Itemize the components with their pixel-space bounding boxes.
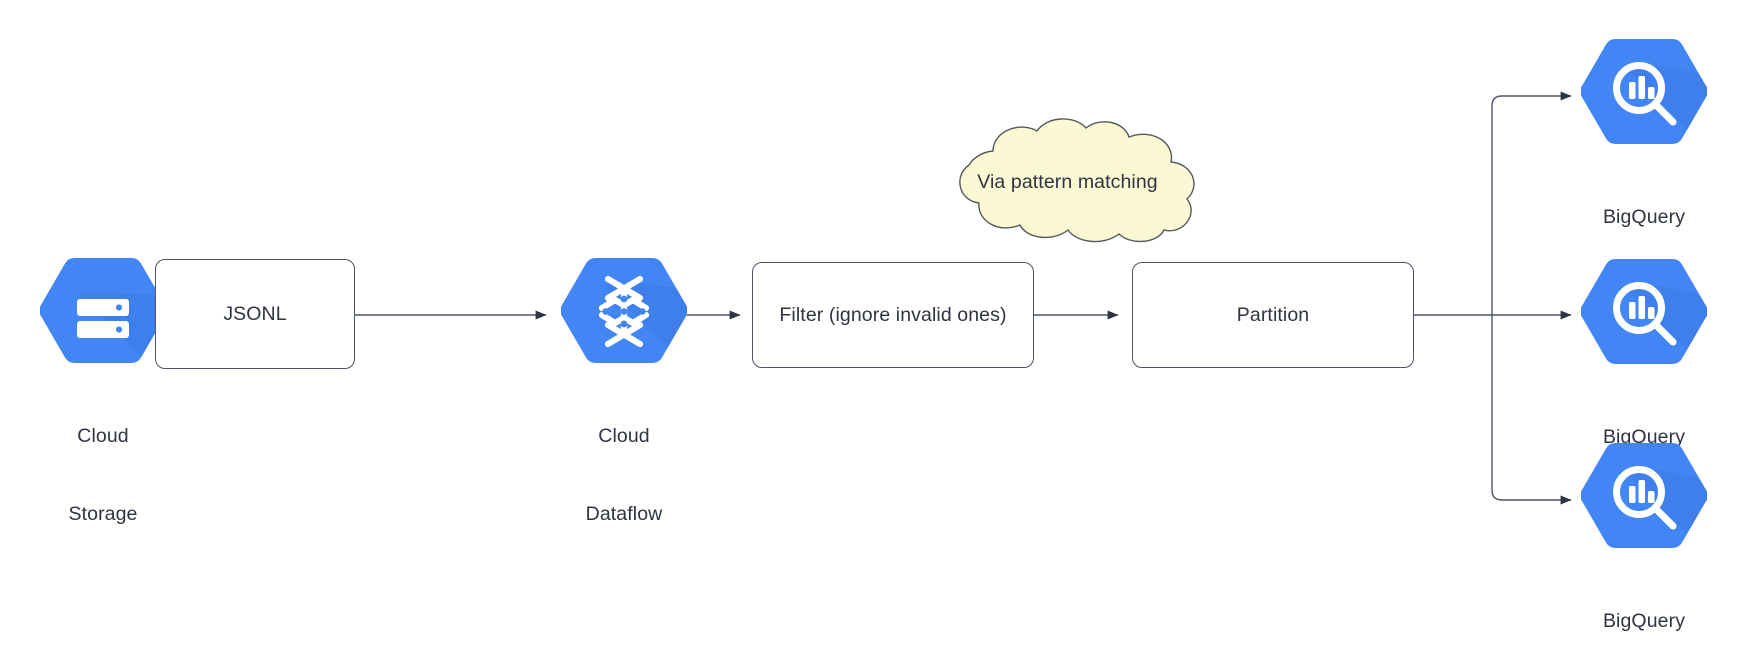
jsonl-label: JSONL (223, 302, 287, 325)
node-bigquery-table-1[interactable]: BigQuery Table 1 (1581, 36, 1707, 306)
cloud-dataflow-icon (561, 255, 687, 369)
cloud-dataflow-label: Cloud Dataflow (539, 371, 709, 579)
filter-box[interactable]: Filter (ignore invalid ones) (752, 262, 1034, 368)
cloud-storage-icon (40, 255, 166, 369)
cloud-storage-label: Cloud Storage (23, 371, 183, 579)
annotation-cloud[interactable]: Via pattern matching (925, 118, 1210, 244)
node-bigquery-table-3[interactable]: BigQuery Table 3 (1581, 440, 1707, 632)
cloud-dataflow-label-line1: Cloud (598, 425, 650, 447)
filter-label: Filter (ignore invalid ones) (779, 303, 1007, 326)
bigquery-table-3-label: BigQuery Table 3 (1554, 556, 1734, 648)
bigquery-icon (1581, 256, 1707, 370)
bigquery-table-2-label-line1: BigQuery (1602, 426, 1686, 448)
cloud-dataflow-label-line2: Dataflow (585, 503, 663, 525)
node-cloud-dataflow[interactable]: Cloud Dataflow (561, 255, 687, 525)
cloud-storage-label-line1: Cloud (77, 425, 129, 447)
jsonl-box[interactable]: JSONL (155, 259, 355, 369)
bigquery-table-1-label-line1: BigQuery (1602, 206, 1686, 228)
cloud-storage-label-line2: Storage (68, 503, 138, 525)
node-cloud-storage[interactable]: Cloud Storage (40, 255, 166, 525)
bigquery-table-3-label-line1: BigQuery (1602, 610, 1686, 632)
bigquery-icon (1581, 440, 1707, 554)
annotation-cloud-label: Via pattern matching (977, 170, 1158, 193)
partition-label: Partition (1236, 303, 1310, 326)
cloud-callout-shape (959, 118, 1195, 243)
node-bigquery-table-2[interactable]: BigQuery Table 2 (1581, 256, 1707, 526)
bigquery-icon (1581, 36, 1707, 150)
partition-box[interactable]: Partition (1132, 262, 1414, 368)
